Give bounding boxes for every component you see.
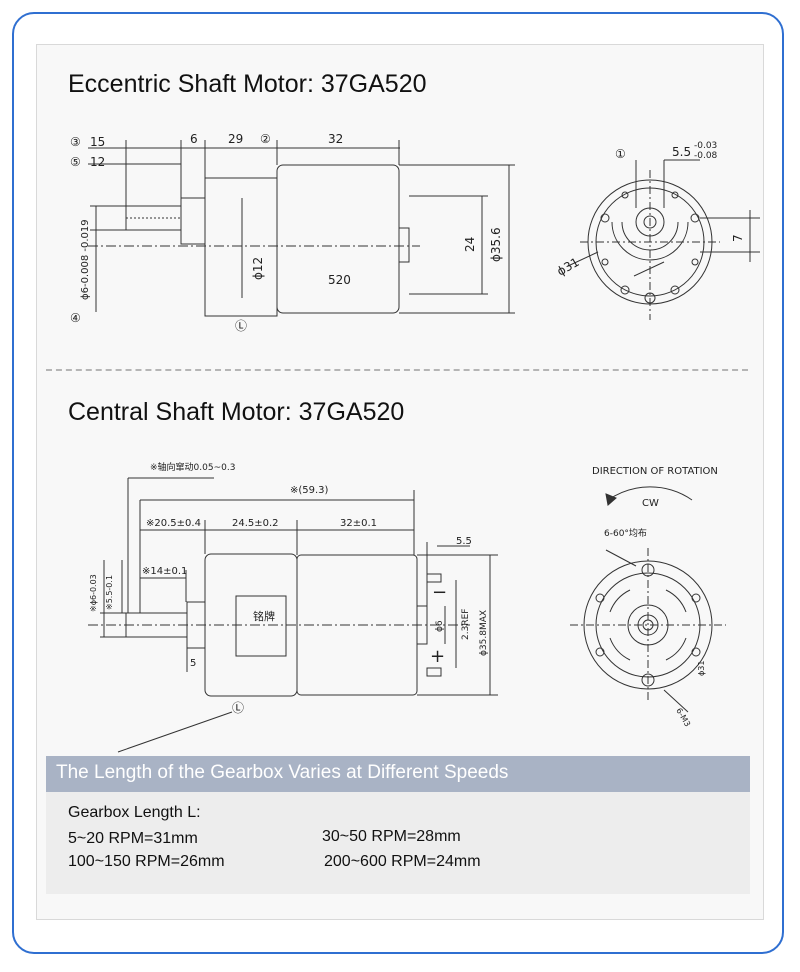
screw-hole (691, 647, 701, 657)
dim-phi31: ϕ31 (697, 661, 706, 676)
gearbox-banner: The Length of the Gearbox Varies at Diff… (46, 756, 750, 792)
motor-can (276, 164, 400, 314)
central-side-view (88, 477, 498, 753)
gearbox-heading: Gearbox Length L: (68, 804, 201, 821)
central-end-view (570, 486, 726, 713)
mount-hole (600, 213, 610, 223)
marker-1: ① (615, 147, 626, 161)
rear-bushing (398, 227, 410, 263)
dim-14: ※14±0.1 (142, 566, 187, 577)
rotation-arc (607, 486, 693, 501)
gearbox-item: 100~150 RPM=26mm (68, 853, 225, 870)
mount-hole (690, 213, 700, 223)
dim-phi31: ϕ31 (555, 255, 582, 279)
dim-flat: 5.5 (672, 145, 691, 159)
leader-phi31 (567, 251, 599, 267)
leader-holes (605, 549, 637, 567)
dim-phi6-tol: ※ϕ6-0.03 (89, 574, 98, 612)
dim-phi6: ϕ6 (435, 620, 445, 632)
dim-24: 24 (463, 237, 477, 252)
nameplate (235, 595, 287, 657)
dim-5: 5 (190, 658, 196, 669)
eccentric-side-view (88, 140, 515, 317)
eccentric-motor-title: Eccentric Shaft Motor: 37GA520 (68, 70, 427, 98)
screw-hole (595, 647, 605, 657)
terminal-minus: − (432, 582, 447, 603)
arc-slot (609, 589, 631, 613)
dim-29: 29 (228, 132, 243, 146)
arc-slot (665, 637, 687, 661)
gearbox-item: 200~600 RPM=24mm (324, 853, 481, 870)
marker-3: ③ (70, 135, 81, 149)
nameplate-label: 铭牌 (253, 609, 275, 623)
gearbox-body (204, 177, 278, 317)
cw-label: CW (642, 498, 659, 509)
banner-text: The Length of the Gearbox Varies at Diff… (56, 762, 509, 783)
dim-32-tol: 32±0.1 (340, 518, 377, 529)
arc-slot (611, 221, 689, 261)
marker-5: ⑤ (70, 155, 81, 169)
section-divider (46, 369, 748, 371)
dim-ref: 2.3REF (461, 609, 471, 640)
arc-slot (665, 589, 687, 613)
dim-20-5: ※20.5±0.4 (146, 518, 201, 529)
marker-L: Ⓛ (235, 319, 247, 333)
rotation-label: DIRECTION OF ROTATION (592, 466, 718, 477)
leader-m3 (663, 689, 689, 713)
dim-shaft-tol: ϕ6-0.008 -0.019 (80, 219, 91, 300)
mount-hole (670, 285, 680, 295)
terminal (426, 667, 442, 677)
dim-32: 32 (328, 132, 343, 146)
holes-label: 6-60°均布 (604, 527, 647, 539)
marker-2: ② (260, 132, 271, 146)
mount-hole (671, 191, 679, 199)
terminal-plus: + (430, 646, 445, 667)
motor-model: 520 (328, 273, 351, 287)
central-motor-title: Central Shaft Motor: 37GA520 (68, 398, 405, 426)
dim-15: 15 (90, 135, 105, 149)
mount-hole (621, 191, 629, 199)
dim-axial-play: ※轴向窜动0.05~0.3 (150, 461, 235, 473)
dim-12: 12 (90, 155, 105, 169)
shaft-center (643, 215, 657, 229)
screw-hole (595, 593, 605, 603)
dim-phi12: ϕ12 (251, 257, 265, 280)
gearbox-notes: Gearbox Length L: 5~20 RPM=31mm 30~50 RP… (46, 792, 750, 894)
rotation-mark (633, 261, 665, 277)
gearbox-item: 30~50 RPM=28mm (322, 828, 461, 845)
dim-phi35-6: ϕ35.6 (489, 227, 503, 262)
dim-7: 7 (731, 234, 745, 242)
marker-L: Ⓛ (232, 701, 244, 715)
dim-flat-lower-tol: -0.08 (694, 151, 718, 161)
eccentric-end-view (567, 159, 760, 320)
arc-slot (609, 637, 631, 661)
gearbox-item: 5~20 RPM=31mm (68, 830, 198, 847)
dim-total: ※(59.3) (290, 485, 329, 496)
dim-5-5: 5.5 (456, 536, 472, 547)
dim-24-5: 24.5±0.2 (232, 518, 279, 529)
terminal (426, 573, 442, 583)
mount-hole (620, 285, 630, 295)
mount-hole (601, 258, 609, 266)
dim-flat-upper-tol: -0.03 (694, 141, 717, 151)
screw-hole (641, 673, 655, 687)
dim-5-5-tol: ※5.5-0.1 (105, 575, 114, 610)
dim-max: ϕ35.8MAX (479, 610, 489, 656)
dim-m3: 6-M3 (674, 707, 692, 729)
shaft-boss (180, 197, 206, 245)
mount-hole (691, 258, 699, 266)
leader-L (117, 711, 233, 753)
screw-hole (691, 593, 701, 603)
marker-4: ④ (70, 311, 81, 325)
dim-6: 6 (190, 132, 198, 146)
rotation-arrowhead (605, 493, 617, 506)
